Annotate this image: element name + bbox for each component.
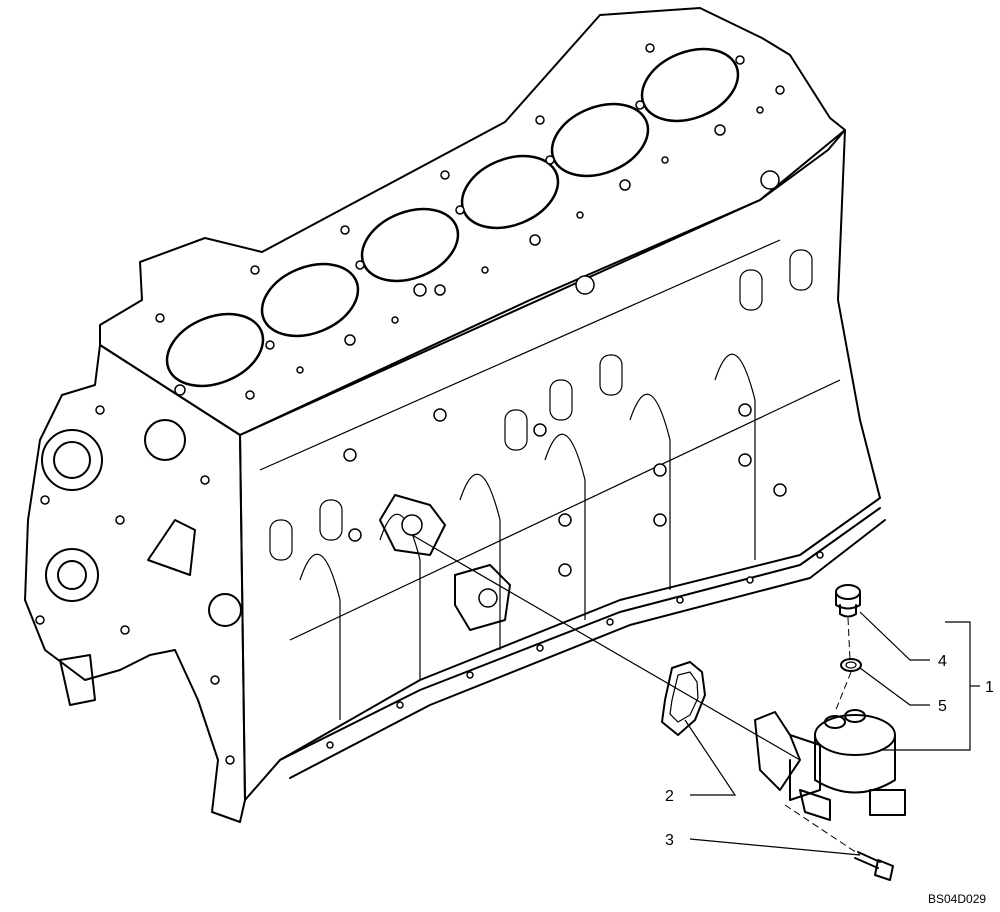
engine-block <box>24 7 886 823</box>
deck-holes <box>155 43 785 400</box>
callout-5: 5 <box>938 698 947 715</box>
seal-washer <box>840 658 862 672</box>
callout-3: 3 <box>665 832 674 849</box>
block-deck-surface <box>99 7 846 436</box>
pan-rail-holes <box>326 551 824 749</box>
drawing-code: BS04D029 <box>928 892 986 906</box>
assembly-centerlines <box>784 617 861 856</box>
callout-2: 2 <box>665 788 674 805</box>
cylinder-bore <box>165 312 265 388</box>
bolt <box>854 851 894 881</box>
gasket <box>661 661 706 736</box>
fuel-feed-pump <box>754 709 906 821</box>
plug <box>835 584 861 618</box>
seal-washer-inner <box>845 661 857 669</box>
callout-4: 4 <box>938 653 947 670</box>
oil-pan-rail <box>279 507 886 779</box>
block-right-side <box>239 129 881 801</box>
cylinder-bore <box>360 207 460 283</box>
cylinder-bore <box>260 262 360 338</box>
callout-1: 1 <box>985 679 994 696</box>
pump-mount-leader <box>411 534 801 761</box>
callout-leaders <box>684 611 980 856</box>
rear-face-features <box>35 405 242 765</box>
block-rear-face <box>24 344 246 823</box>
block-side-ribs <box>259 170 841 720</box>
gasket-inner <box>669 671 699 723</box>
